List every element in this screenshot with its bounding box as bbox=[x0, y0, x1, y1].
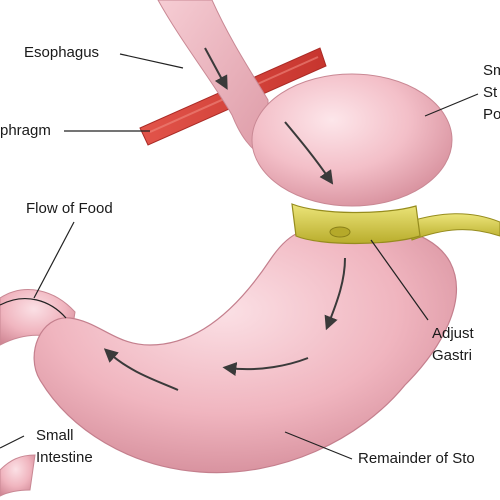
leader-flow-curve bbox=[0, 297, 67, 319]
food-flow-arrows bbox=[103, 47, 346, 391]
leader-esophagus bbox=[119, 53, 184, 69]
label-flow-of-food: Flow of Food bbox=[26, 200, 113, 217]
leader-lines bbox=[0, 53, 479, 460]
leader-flow-of-food bbox=[33, 221, 75, 299]
leader-band bbox=[370, 239, 429, 321]
flow-arrow-esophagus bbox=[204, 47, 228, 90]
label-small-intestine-line-1: Small bbox=[36, 427, 74, 444]
stomach-body-shape bbox=[33, 223, 458, 474]
label-small-pouch-line-2: St bbox=[483, 84, 498, 101]
label-diaphragm: phragm bbox=[0, 122, 51, 139]
flow-arrow-band bbox=[324, 257, 346, 331]
esophagus-shape bbox=[157, 0, 269, 161]
label-band-line-2: Gastri bbox=[432, 347, 473, 364]
flow-arrow-lower bbox=[222, 357, 309, 376]
leader-small-intestine bbox=[0, 435, 25, 449]
label-remainder-of-stomach: Remainder of Sto bbox=[358, 450, 475, 467]
flow-arrow-pouch bbox=[284, 121, 334, 185]
label-band-line-1: Adjust bbox=[432, 325, 474, 342]
leader-remainder bbox=[284, 431, 353, 460]
flow-arrow-left bbox=[103, 348, 179, 391]
label-small-pouch-line-3: Po bbox=[483, 106, 500, 123]
small-pouch-shape bbox=[251, 73, 453, 207]
gastric-band-shape bbox=[291, 203, 500, 245]
label-small-intestine-line-2: Intestine bbox=[36, 449, 93, 466]
leader-small-pouch bbox=[424, 93, 479, 117]
label-small-pouch-line-1: Sm bbox=[483, 62, 500, 79]
label-esophagus: Esophagus bbox=[24, 44, 100, 61]
